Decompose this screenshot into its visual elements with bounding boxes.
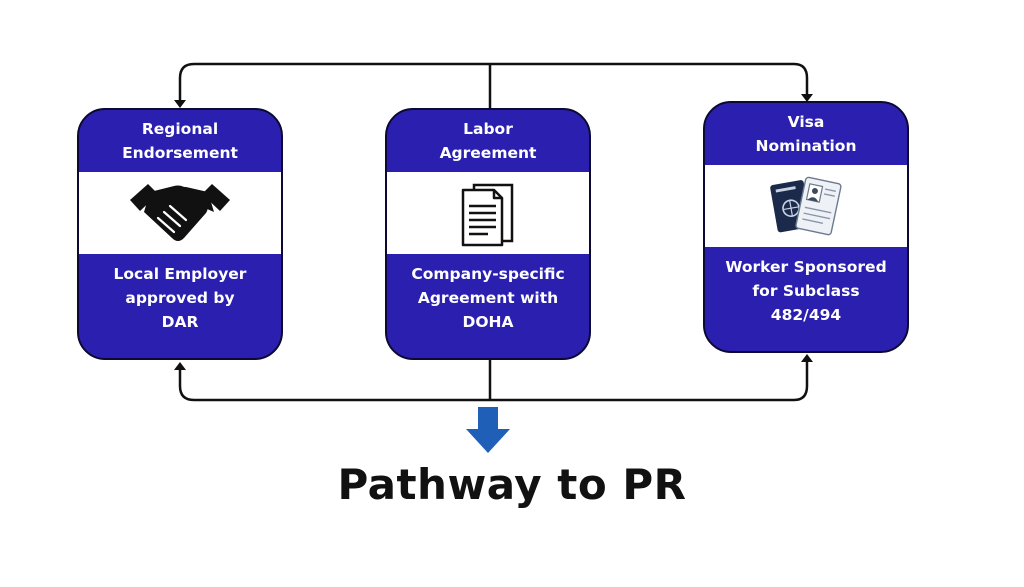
- step-icon-area: [79, 172, 281, 254]
- arrowhead-left-bottom: [174, 362, 186, 370]
- bottom-connector: [178, 358, 809, 402]
- step-card-regional-endorsement: Regional Endorsement Local Employer appr…: [77, 108, 283, 360]
- document-icon: [461, 183, 514, 247]
- top-connector: [178, 62, 809, 103]
- step-description: Company-specific Agreement with DOHA: [411, 265, 565, 331]
- arrow-down-icon: [466, 407, 510, 453]
- passport-icon: [770, 176, 842, 236]
- step-icon-area: [387, 172, 589, 254]
- arrowhead-right-bottom: [801, 354, 813, 362]
- step-description: Local Employer approved by DAR: [113, 265, 247, 331]
- step-title: Labor Agreement: [439, 120, 537, 162]
- step-title: Visa Nomination: [755, 113, 857, 155]
- step-icon-area: [705, 165, 907, 247]
- step-title: Regional Endorsement: [122, 120, 238, 162]
- arrowhead-left-top: [174, 100, 186, 108]
- step-card-labor-agreement: Labor Agreement Company-specific Agreeme…: [385, 108, 591, 360]
- handshake-icon: [130, 184, 230, 241]
- outcome-title: Pathway to PR: [337, 460, 687, 509]
- arrowhead-right-top: [801, 94, 813, 102]
- step-description: Worker Sponsored for Subclass 482/494: [725, 258, 887, 324]
- step-card-visa-nomination: Visa Nomination Worker Spons: [703, 101, 909, 353]
